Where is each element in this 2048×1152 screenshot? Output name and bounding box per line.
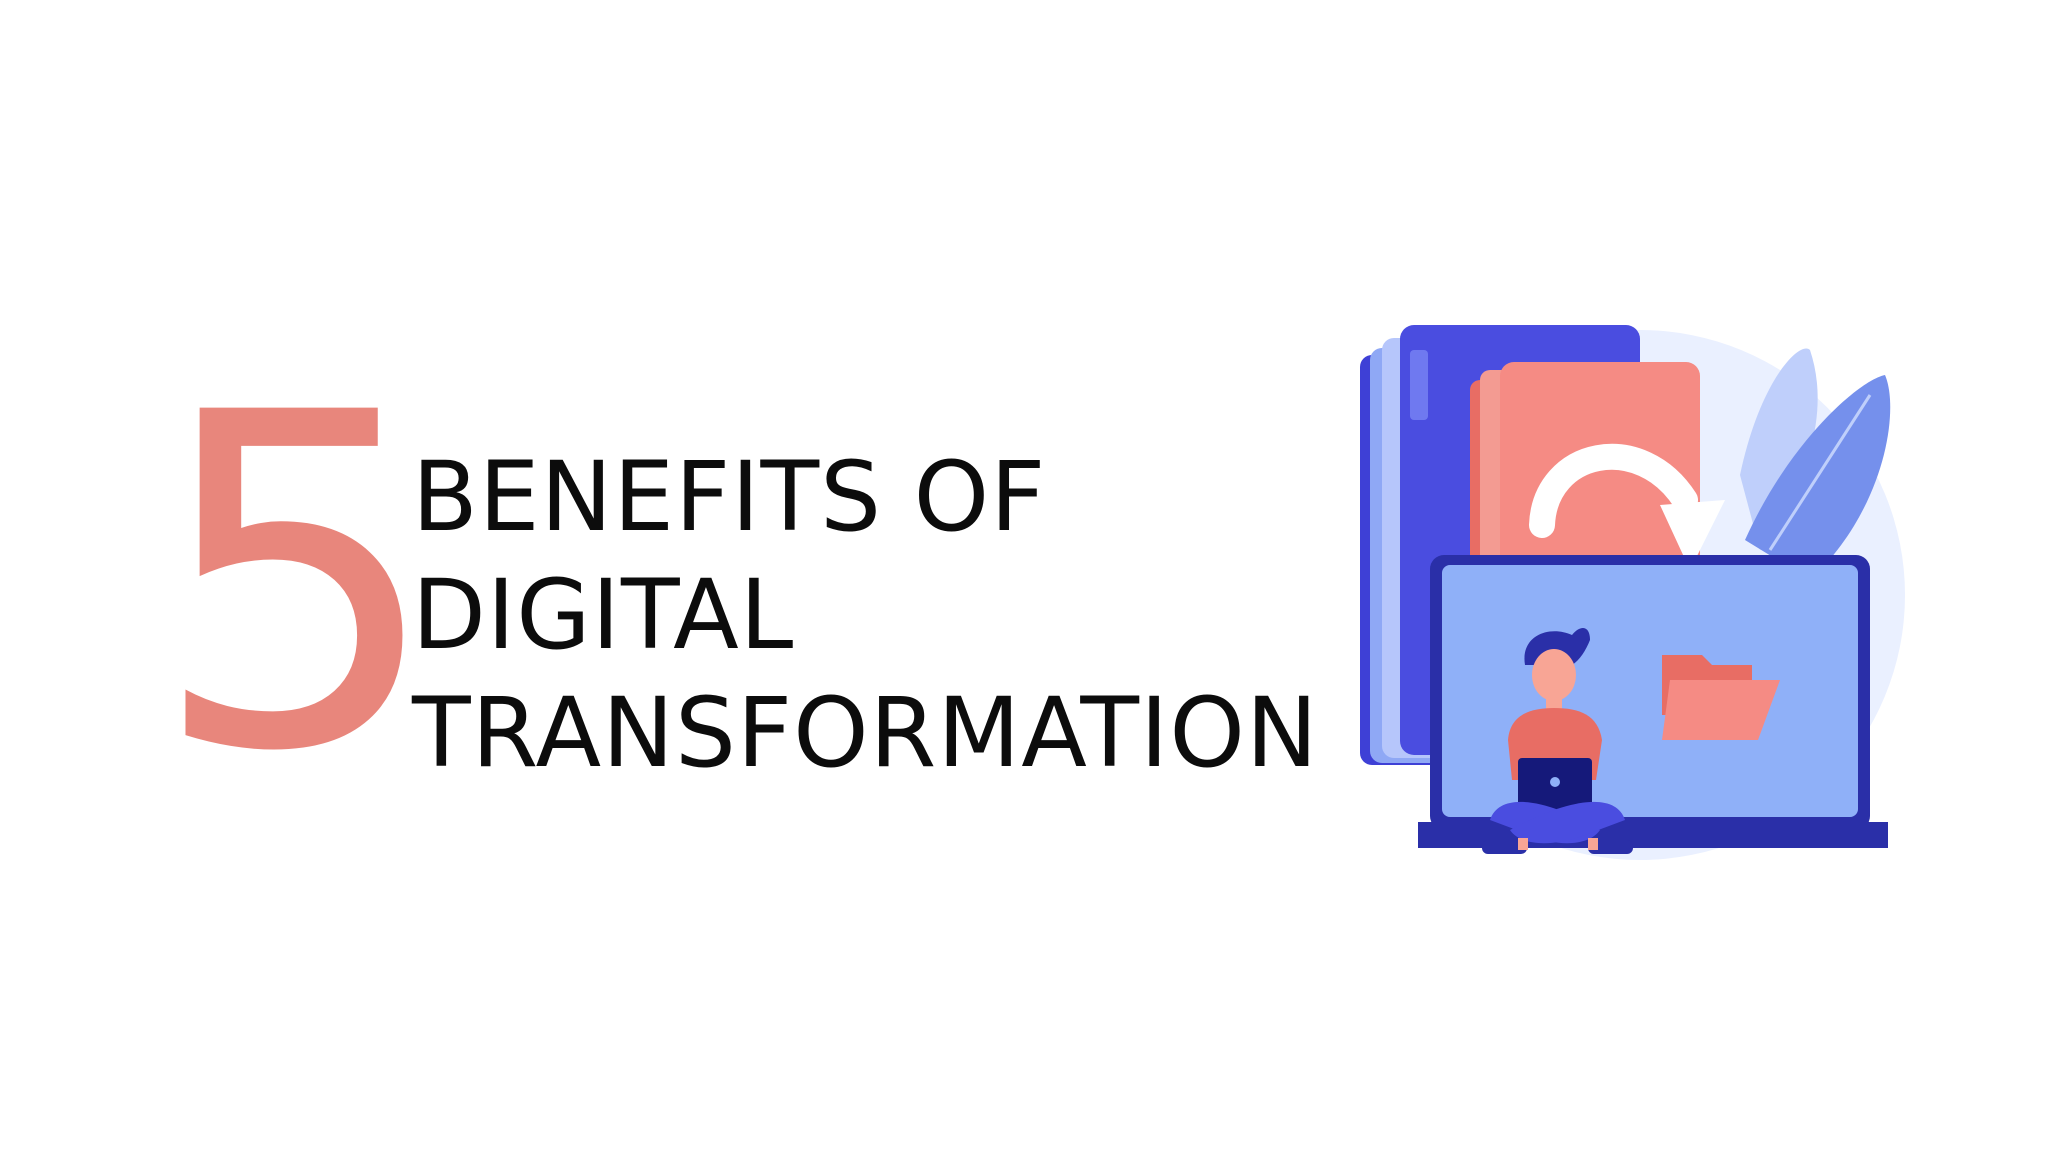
illustration-svg bbox=[1360, 325, 1905, 860]
headline-line-2: DIGITAL bbox=[412, 559, 795, 671]
digital-transformation-illustration bbox=[1340, 320, 1910, 880]
leaf-icon bbox=[1740, 348, 1891, 580]
refresh-arrow-icon bbox=[1529, 443, 1725, 570]
person-icon bbox=[1482, 628, 1633, 854]
folder-icon bbox=[1662, 655, 1780, 740]
headline-number: 5 bbox=[150, 317, 443, 852]
headline-title: BENEFITS OF DIGITAL TRANSFORMATION bbox=[412, 438, 1319, 792]
headline-line-1: BENEFITS OF bbox=[412, 441, 1047, 553]
laptop-icon bbox=[1418, 555, 1888, 848]
headline-line-3: TRANSFORMATION bbox=[412, 677, 1319, 789]
